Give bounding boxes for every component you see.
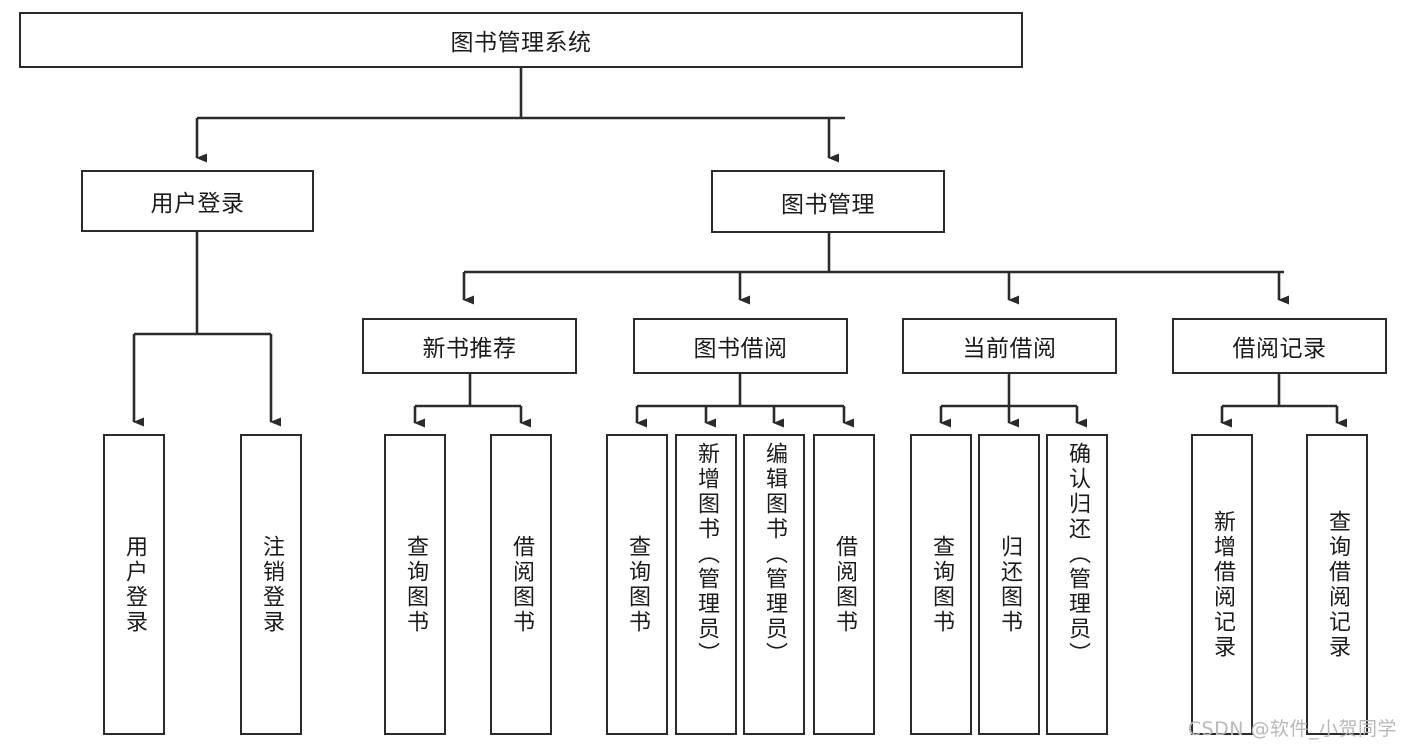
node-new-book-rec-label: 新书推荐 (422, 336, 517, 362)
node-leaf-edit-book-label: 编辑图书（管理员） (762, 442, 787, 667)
csdn-watermark: CSDN @软件_小贺同学 (1187, 718, 1397, 740)
node-user-login-label: 用户登录 (150, 191, 245, 217)
node-leaf-confirm-return[interactable]: 确认归还（管理员） (1046, 434, 1108, 735)
node-leaf-user-login[interactable]: 用户登录 (103, 434, 165, 735)
node-leaf-return-book-label: 归还图书 (997, 534, 1022, 635)
node-leaf-borrow-book-2-label: 借阅图书 (832, 534, 857, 635)
node-leaf-logout-label: 注销登录 (259, 534, 284, 635)
node-leaf-edit-book[interactable]: 编辑图书（管理员） (743, 434, 805, 735)
node-borrow-record-label: 借阅记录 (1232, 336, 1327, 362)
node-borrow-record[interactable]: 借阅记录 (1172, 318, 1387, 374)
node-leaf-query-book-3[interactable]: 查询图书 (910, 434, 972, 735)
node-new-book-rec[interactable]: 新书推荐 (362, 318, 577, 374)
node-root-label: 图书管理系统 (450, 30, 592, 56)
node-current-borrow[interactable]: 当前借阅 (902, 318, 1117, 374)
node-book-manage[interactable]: 图书管理 (711, 170, 945, 233)
node-root[interactable]: 图书管理系统 (19, 12, 1023, 68)
node-leaf-query-record-label: 查询借阅记录 (1325, 509, 1350, 660)
node-leaf-query-book-1[interactable]: 查询图书 (384, 434, 446, 735)
node-book-borrow[interactable]: 图书借阅 (633, 318, 848, 374)
node-leaf-user-login-label: 用户登录 (122, 534, 147, 635)
node-leaf-query-book-2[interactable]: 查询图书 (606, 434, 668, 735)
node-leaf-borrow-book-1[interactable]: 借阅图书 (490, 434, 552, 735)
node-leaf-add-book-label: 新增图书（管理员） (694, 442, 719, 667)
node-leaf-query-book-1-label: 查询图书 (403, 534, 428, 635)
node-leaf-query-book-3-label: 查询图书 (929, 534, 954, 635)
node-leaf-add-book[interactable]: 新增图书（管理员） (675, 434, 737, 735)
node-leaf-return-book[interactable]: 归还图书 (978, 434, 1040, 735)
node-leaf-borrow-book-2[interactable]: 借阅图书 (813, 434, 875, 735)
node-book-manage-label: 图书管理 (781, 191, 875, 218)
node-leaf-confirm-return-label: 确认归还（管理员） (1065, 442, 1090, 667)
node-leaf-add-record[interactable]: 新增借阅记录 (1191, 434, 1253, 735)
node-book-borrow-label: 图书借阅 (693, 336, 788, 362)
node-current-borrow-label: 当前借阅 (962, 336, 1057, 362)
node-user-login[interactable]: 用户登录 (81, 170, 314, 232)
node-leaf-query-book-2-label: 查询图书 (625, 534, 650, 635)
node-leaf-logout[interactable]: 注销登录 (240, 434, 302, 735)
node-leaf-add-record-label: 新增借阅记录 (1210, 509, 1235, 660)
node-leaf-borrow-book-1-label: 借阅图书 (509, 534, 534, 635)
node-leaf-query-record[interactable]: 查询借阅记录 (1306, 434, 1368, 735)
